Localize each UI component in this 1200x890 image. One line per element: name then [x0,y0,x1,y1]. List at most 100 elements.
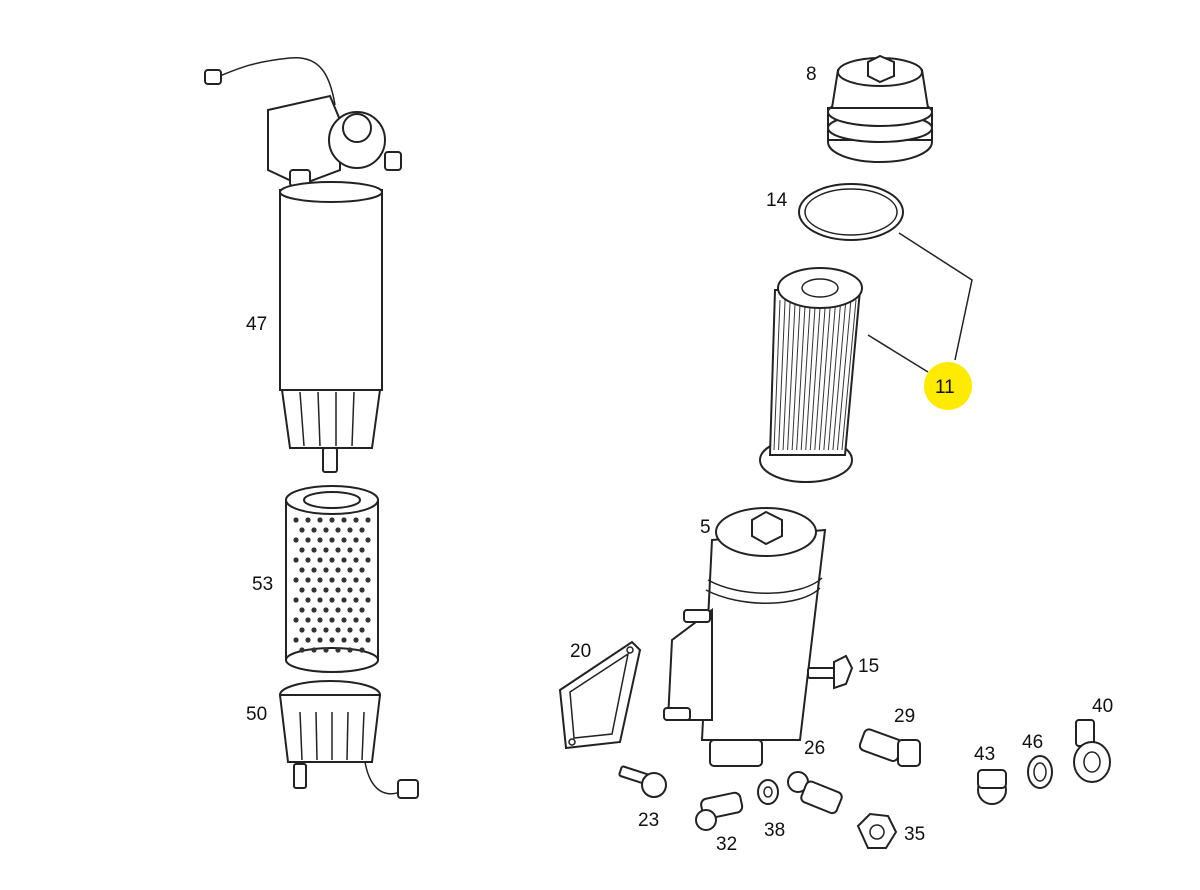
callout-43[interactable]: 43 [974,744,995,765]
perforation-hole [329,557,335,563]
part-47-fuel-filter-housing[interactable] [204,57,402,473]
perforation-hole [329,577,335,583]
perforation-hole [365,637,371,643]
part-26-fitting[interactable] [787,771,843,815]
perforation-hole [293,577,299,583]
callout-5[interactable]: 5 [700,517,711,538]
callout-46[interactable]: 46 [1022,732,1043,753]
filter-pleat [796,299,806,451]
filter-pleat [823,299,837,451]
perforation-hole [293,617,299,623]
callout-14[interactable]: 14 [766,190,788,211]
filter-pleat [800,299,811,451]
perforation-hole [311,567,317,573]
callout-23[interactable]: 23 [638,810,659,831]
perforation-hole [359,567,365,573]
callout-29[interactable]: 29 [894,706,915,727]
part-11-oil-filter-element[interactable] [759,267,863,483]
callout-38[interactable]: 38 [764,820,785,841]
part-8-filter-cap[interactable] [827,54,933,163]
callout-50[interactable]: 50 [246,704,267,725]
perforation-hole [353,617,359,623]
part-53-filter-element[interactable] [285,485,379,673]
perforation-hole [347,547,353,553]
part-20-gasket-plate[interactable] [558,640,642,750]
part-14-o-ring[interactable] [798,183,904,241]
perforation-hole [293,597,299,603]
filter-pleat [791,299,801,451]
perforation-hole [305,557,311,563]
callout-8[interactable]: 8 [806,64,817,85]
perforation-hole [365,517,371,523]
callout-35[interactable]: 35 [904,824,925,845]
perforation-hole [341,517,347,523]
perforation-hole [341,597,347,603]
perforation-hole [299,607,305,613]
perforation-hole [305,597,311,603]
perforation-hole [353,517,359,523]
filter-pleat [782,299,791,451]
perforation-hole [299,627,305,633]
callout-26[interactable]: 26 [804,738,825,759]
callout-53[interactable]: 53 [252,574,273,595]
filter-pleat [818,299,832,451]
perforation-hole [329,537,335,543]
perforation-hole [341,617,347,623]
part-32-plug[interactable] [695,791,744,831]
callout-15[interactable]: 15 [858,656,879,677]
perforation-hole [329,517,335,523]
part-43-plug[interactable] [977,769,1007,805]
perforation-hole [293,537,299,543]
perforation-hole [323,587,329,593]
callout-20[interactable]: 20 [570,641,591,662]
perforation-hole [317,537,323,543]
perforation-hole [299,587,305,593]
part-29-fitting[interactable] [858,728,921,767]
callout-47[interactable]: 47 [246,314,267,335]
perforation-hole [323,647,329,653]
perforation-hole [311,627,317,633]
part-35-nut[interactable] [856,812,898,849]
part-15-bolt[interactable] [807,654,854,690]
callout-11[interactable]: 11 [935,377,955,398]
perforation-hole [305,517,311,523]
part-38-washer[interactable] [757,779,779,805]
part-40-banjo-fitting[interactable] [1073,719,1111,783]
perforation-hole [365,577,371,583]
perforation-hole [353,537,359,543]
part-23-bolt[interactable] [618,765,667,798]
perforation-hole [347,607,353,613]
perforation-hole [299,527,305,533]
perforation-hole [353,597,359,603]
filter-pleat [805,299,816,451]
perforation-hole [335,607,341,613]
perforation-hole [317,517,323,523]
perforation-hole [317,597,323,603]
perforation-hole [305,577,311,583]
callout-32[interactable]: 32 [716,834,737,855]
perforation-hole [305,537,311,543]
perforation-hole [359,627,365,633]
perforation-hole [323,627,329,633]
perforation-hole [335,647,341,653]
part-46-washer[interactable] [1027,755,1053,789]
perforation-hole [323,547,329,553]
perforation-hole [365,537,371,543]
part-50-water-bowl[interactable] [278,680,419,799]
perforation-hole [311,587,317,593]
perforation-hole [347,587,353,593]
perforation-hole [311,607,317,613]
callout-11-highlight[interactable] [924,362,972,410]
perforation-hole [347,567,353,573]
perforation-hole [347,527,353,533]
leader-line-11 [898,232,973,361]
callout-40[interactable]: 40 [1092,696,1113,717]
perforation-hole [299,647,305,653]
perforation-hole [341,577,347,583]
part-5-filter-housing[interactable] [663,507,827,767]
perforation-hole [305,617,311,623]
perforation-hole [335,547,341,553]
perforation-hole [293,637,299,643]
perforation-hole [293,557,299,563]
